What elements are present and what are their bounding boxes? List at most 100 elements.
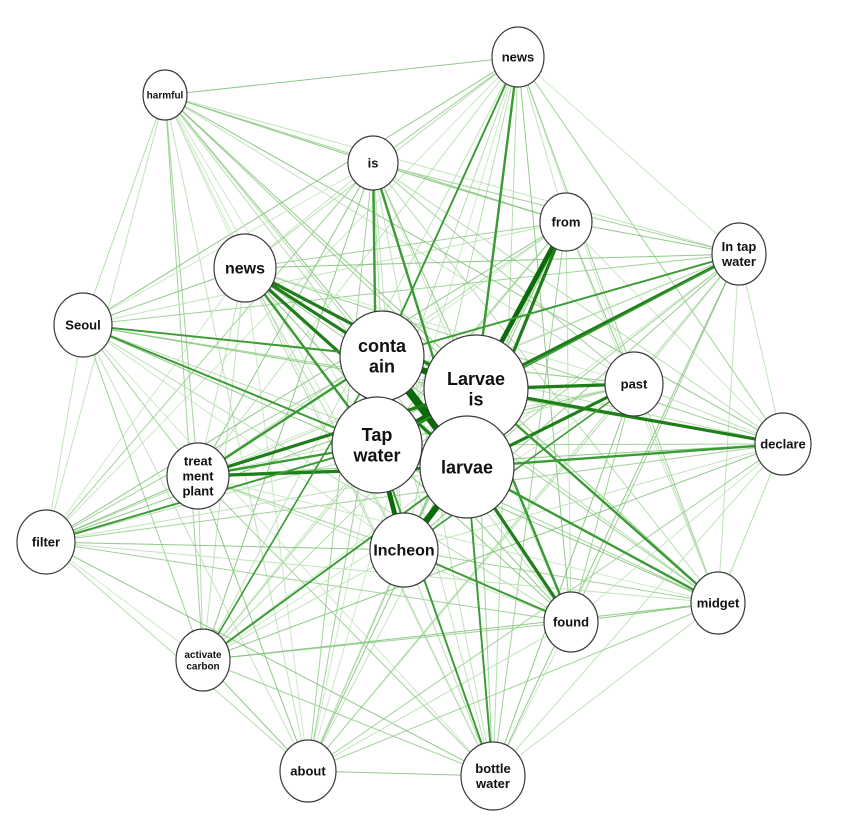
strong-edge-activate_carbon-larvae [202, 466, 468, 661]
node-label: filter [32, 535, 60, 550]
node-circle [347, 135, 399, 191]
edge-declare-bottle_water [492, 443, 784, 777]
node-circle [543, 591, 599, 653]
node-label: ment [182, 469, 214, 484]
node-news_top[interactable]: news [491, 26, 545, 88]
node-label: Tap [362, 425, 393, 445]
node-circle [331, 396, 423, 494]
node-label: news [225, 261, 265, 278]
edge-from-found [565, 221, 572, 623]
strong-edge-bottle_water-larvae [466, 466, 494, 777]
node-label: larvae [441, 457, 493, 477]
edge-harmful-treatment_plant [164, 94, 199, 477]
node-label: treat [184, 454, 213, 469]
node-news_big[interactable]: news [213, 233, 277, 303]
node-label: past [621, 377, 648, 392]
node-filter[interactable]: filter [16, 509, 76, 575]
node-circle [491, 26, 545, 88]
edge-filter-incheon [45, 541, 405, 551]
node-label: declare [760, 437, 806, 452]
node-label: Incheon [373, 543, 434, 560]
node-midget[interactable]: midget [690, 571, 746, 635]
node-past[interactable]: past [604, 351, 664, 417]
edge-from-tap_water [376, 221, 567, 446]
edge-declare-incheon [403, 443, 784, 551]
edge-news_top-seoul [82, 56, 519, 326]
edge-news_top-midget [517, 56, 719, 604]
edge-declare-filter [45, 443, 784, 543]
node-label: harmful [147, 91, 184, 102]
node-harmful[interactable]: harmful [142, 69, 188, 121]
edge-is-treatment_plant [197, 162, 374, 477]
node-larvae[interactable]: larvae [419, 415, 515, 519]
node-seoul[interactable]: Seoul [53, 292, 113, 358]
edge-news_top-about [307, 56, 519, 772]
node-label: water [475, 776, 510, 791]
node-circle [16, 509, 76, 575]
node-label: is [468, 390, 483, 410]
strong-edge-bottle_water-tap_water [376, 444, 494, 777]
edge-midget-activate_carbon [202, 602, 719, 661]
edge-harmful-activate_carbon [164, 94, 204, 661]
edge-harmful-contain [164, 94, 383, 357]
edge-news_big-about [244, 267, 309, 772]
node-is[interactable]: is [347, 135, 399, 191]
strong-edge-seoul-tap_water [82, 324, 378, 446]
node-from[interactable]: from [539, 192, 593, 252]
node-incheon[interactable]: Incheon [369, 512, 439, 588]
strong-edge-news_top-contain [381, 56, 519, 357]
edges-layer [45, 55, 785, 777]
node-declare[interactable]: declare [754, 412, 812, 476]
edge-harmful-past [164, 94, 635, 385]
node-circle [711, 222, 767, 286]
edge-harmful-in_tap_water [164, 94, 740, 255]
edge-is-past [372, 162, 635, 385]
strong-edge-incheon-past [403, 383, 635, 551]
edge-is-declare [372, 162, 784, 445]
node-found[interactable]: found [543, 591, 599, 653]
node-label: bottle [475, 761, 510, 776]
edge-news_top-harmful [164, 56, 519, 96]
strong-edge-news_top-larvae_is [474, 55, 520, 391]
node-circle [460, 741, 526, 811]
edge-filter-bottle_water [45, 541, 494, 777]
node-about[interactable]: about [279, 739, 337, 803]
edge-news_top-in_tap_water [517, 56, 740, 255]
edge-in_tap_water-declare [738, 253, 784, 445]
edge-news_top-found [517, 56, 572, 623]
edge-is-filter [45, 162, 374, 543]
edge-harmful-seoul [82, 94, 166, 326]
edge-treatment_plant-bottle_water [197, 475, 494, 777]
edge-news_big-bottle_water [244, 267, 494, 777]
edge-seoul-activate_carbon [82, 324, 204, 661]
edge-news_big-filter [45, 267, 246, 543]
edge-is-midget [372, 162, 719, 604]
edge-from-bottle_water [492, 221, 567, 777]
edge-news_top-is [372, 56, 519, 164]
node-label: water [721, 254, 756, 269]
edge-seoul-about [82, 324, 309, 772]
edge-treatment_plant-midget [197, 475, 719, 604]
node-circle [166, 442, 230, 510]
node-label: plant [182, 484, 214, 499]
node-circle [539, 192, 593, 252]
edge-news_big-past [244, 267, 635, 385]
edge-midget-bottle_water [492, 602, 719, 777]
edge-from-seoul [82, 221, 567, 326]
strong-edge-larvae-declare [465, 442, 785, 469]
edge-incheon-about [307, 549, 405, 772]
edge-incheon-activate_carbon [202, 549, 405, 661]
node-label: news [502, 50, 535, 65]
node-label: In tap [722, 239, 757, 254]
node-circle [175, 628, 231, 692]
edge-from-declare [565, 221, 784, 445]
edge-past-about [307, 383, 635, 772]
node-label: water [352, 446, 400, 466]
